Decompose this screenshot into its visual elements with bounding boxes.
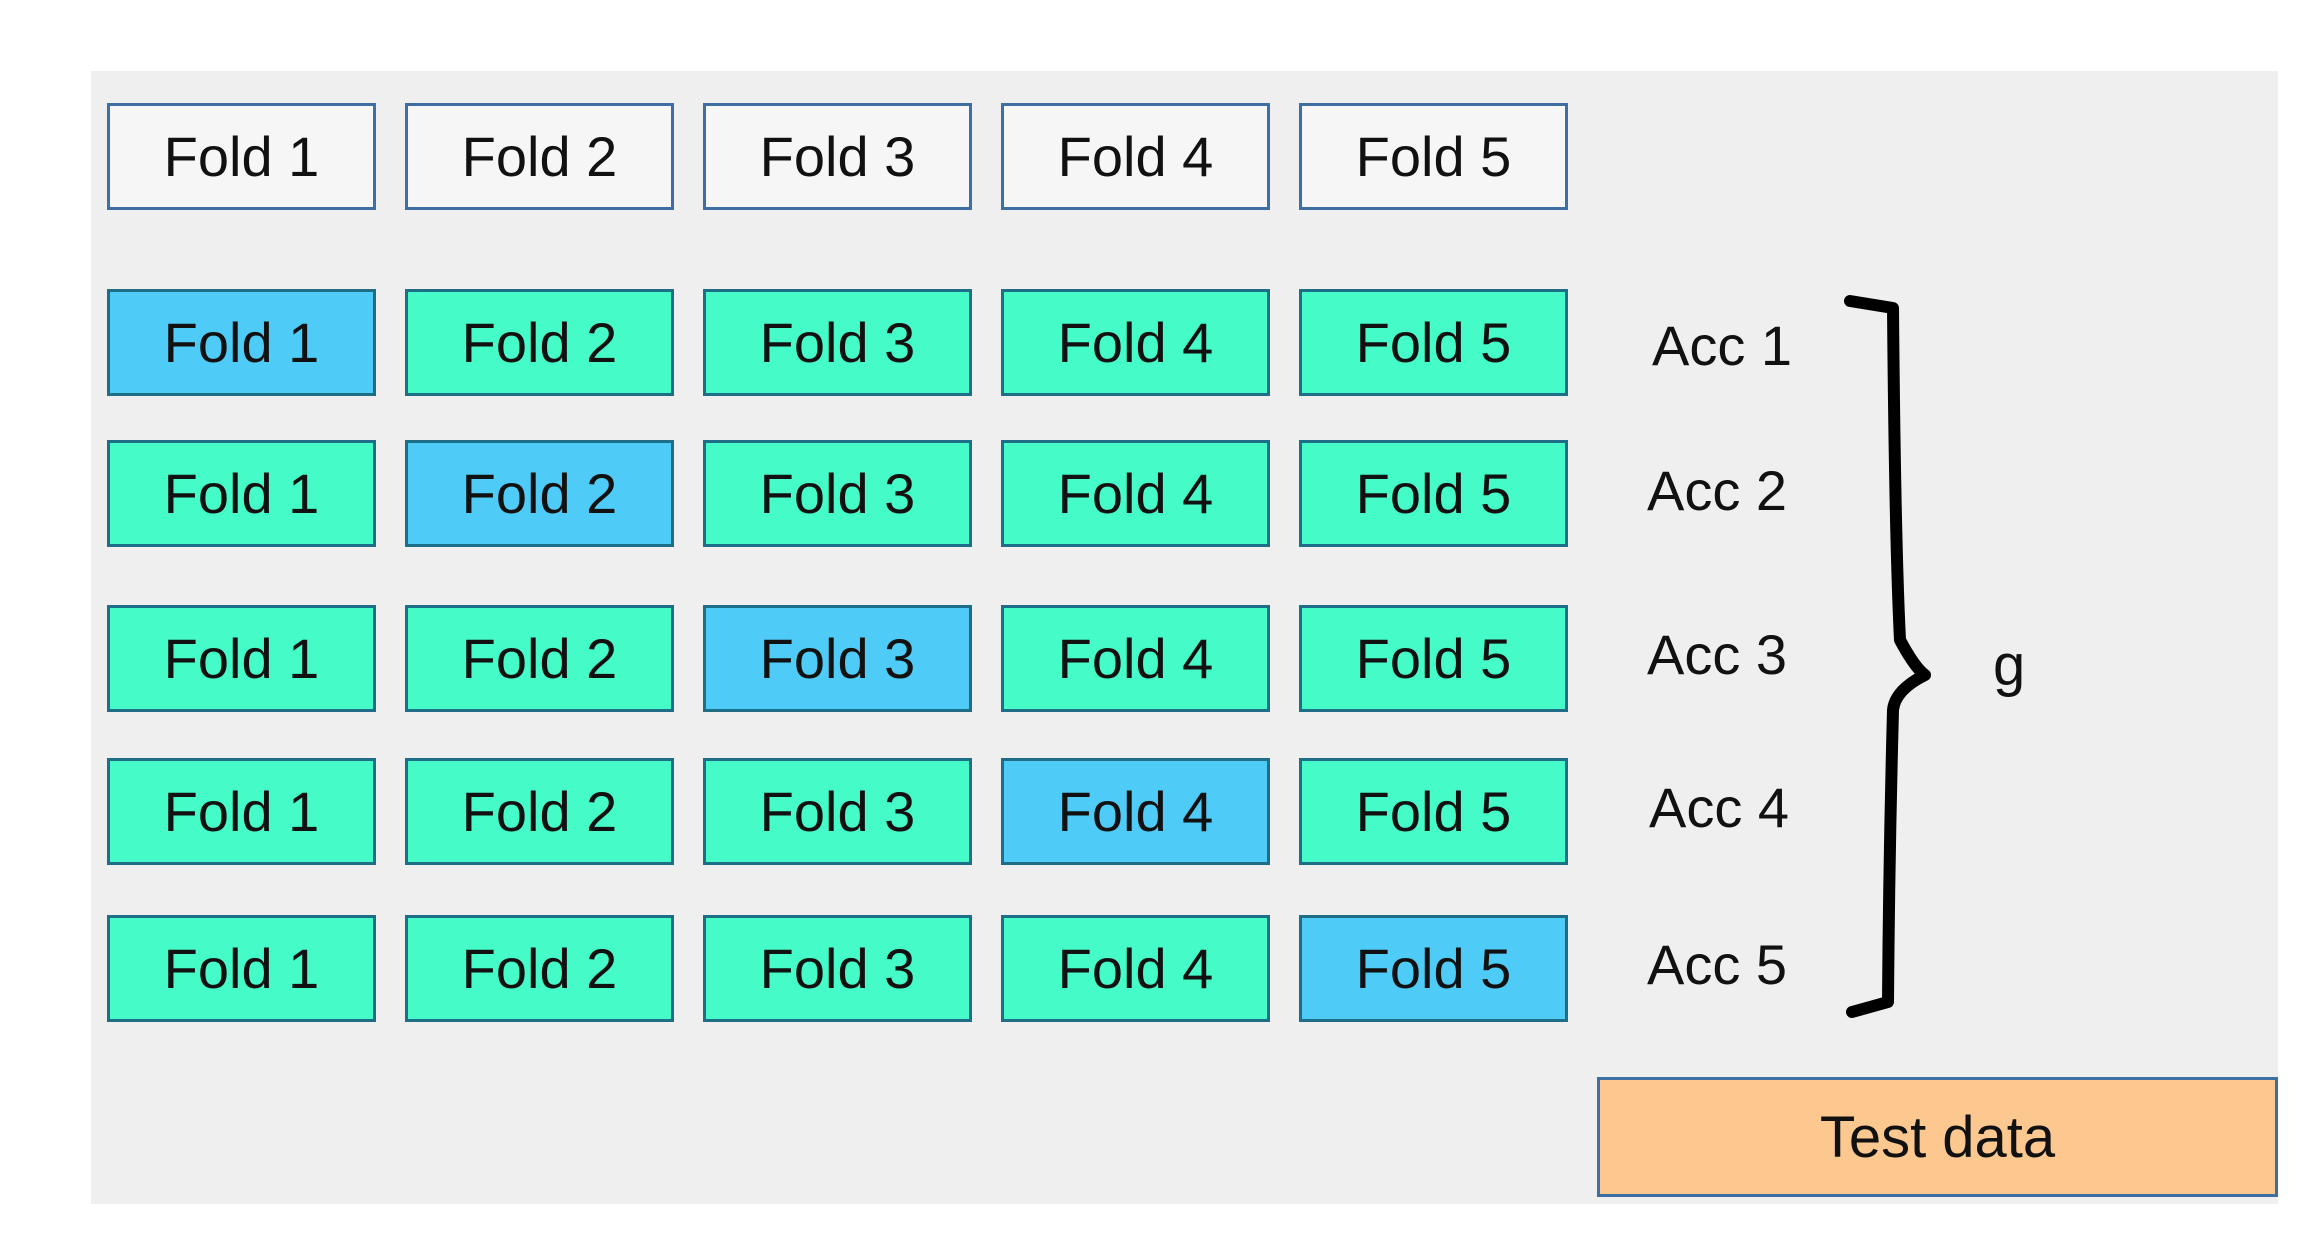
header-fold-3: Fold 3: [703, 103, 972, 210]
iter3-fold-3: Fold 3: [703, 605, 972, 712]
iter3-fold-4: Fold 4: [1001, 605, 1270, 712]
iter4-fold-5: Fold 5: [1299, 758, 1568, 865]
acc-5-label: Acc 5: [1647, 933, 1788, 996]
iter1-fold-5: Fold 5: [1299, 289, 1568, 396]
iter1-fold-1: Fold 1: [107, 289, 376, 396]
iter4-fold-3: Fold 3: [703, 758, 972, 865]
acc-3-label: Acc 3: [1647, 623, 1788, 686]
acc-2-label: Acc 2: [1647, 459, 1788, 522]
iter2-fold-5: Fold 5: [1299, 440, 1568, 547]
iter2-fold-3: Fold 3: [703, 440, 972, 547]
iter1-fold-4: Fold 4: [1001, 289, 1270, 396]
acc-4-label: Acc 4: [1649, 776, 1790, 839]
iter3-fold-5: Fold 5: [1299, 605, 1568, 712]
iter5-fold-3: Fold 3: [703, 915, 972, 1022]
iter4-fold-4: Fold 4: [1001, 758, 1270, 865]
iter2-fold-2: Fold 2: [405, 440, 674, 547]
iter1-fold-3: Fold 3: [703, 289, 972, 396]
test-data-box: Test data: [1597, 1077, 2278, 1197]
header-fold-2: Fold 2: [405, 103, 674, 210]
iter2-fold-4: Fold 4: [1001, 440, 1270, 547]
iter4-fold-2: Fold 2: [405, 758, 674, 865]
iter1-fold-2: Fold 2: [405, 289, 674, 396]
acc-1-label: Acc 1: [1652, 314, 1793, 377]
iter3-fold-2: Fold 2: [405, 605, 674, 712]
iter5-fold-1: Fold 1: [107, 915, 376, 1022]
header-fold-1: Fold 1: [107, 103, 376, 210]
iter5-fold-4: Fold 4: [1001, 915, 1270, 1022]
aggregate-g-label: g: [1993, 633, 2026, 698]
iter3-fold-1: Fold 1: [107, 605, 376, 712]
iter5-fold-2: Fold 2: [405, 915, 674, 1022]
iter2-fold-1: Fold 1: [107, 440, 376, 547]
iter4-fold-1: Fold 1: [107, 758, 376, 865]
header-fold-4: Fold 4: [1001, 103, 1270, 210]
header-fold-5: Fold 5: [1299, 103, 1568, 210]
iter5-fold-5: Fold 5: [1299, 915, 1568, 1022]
